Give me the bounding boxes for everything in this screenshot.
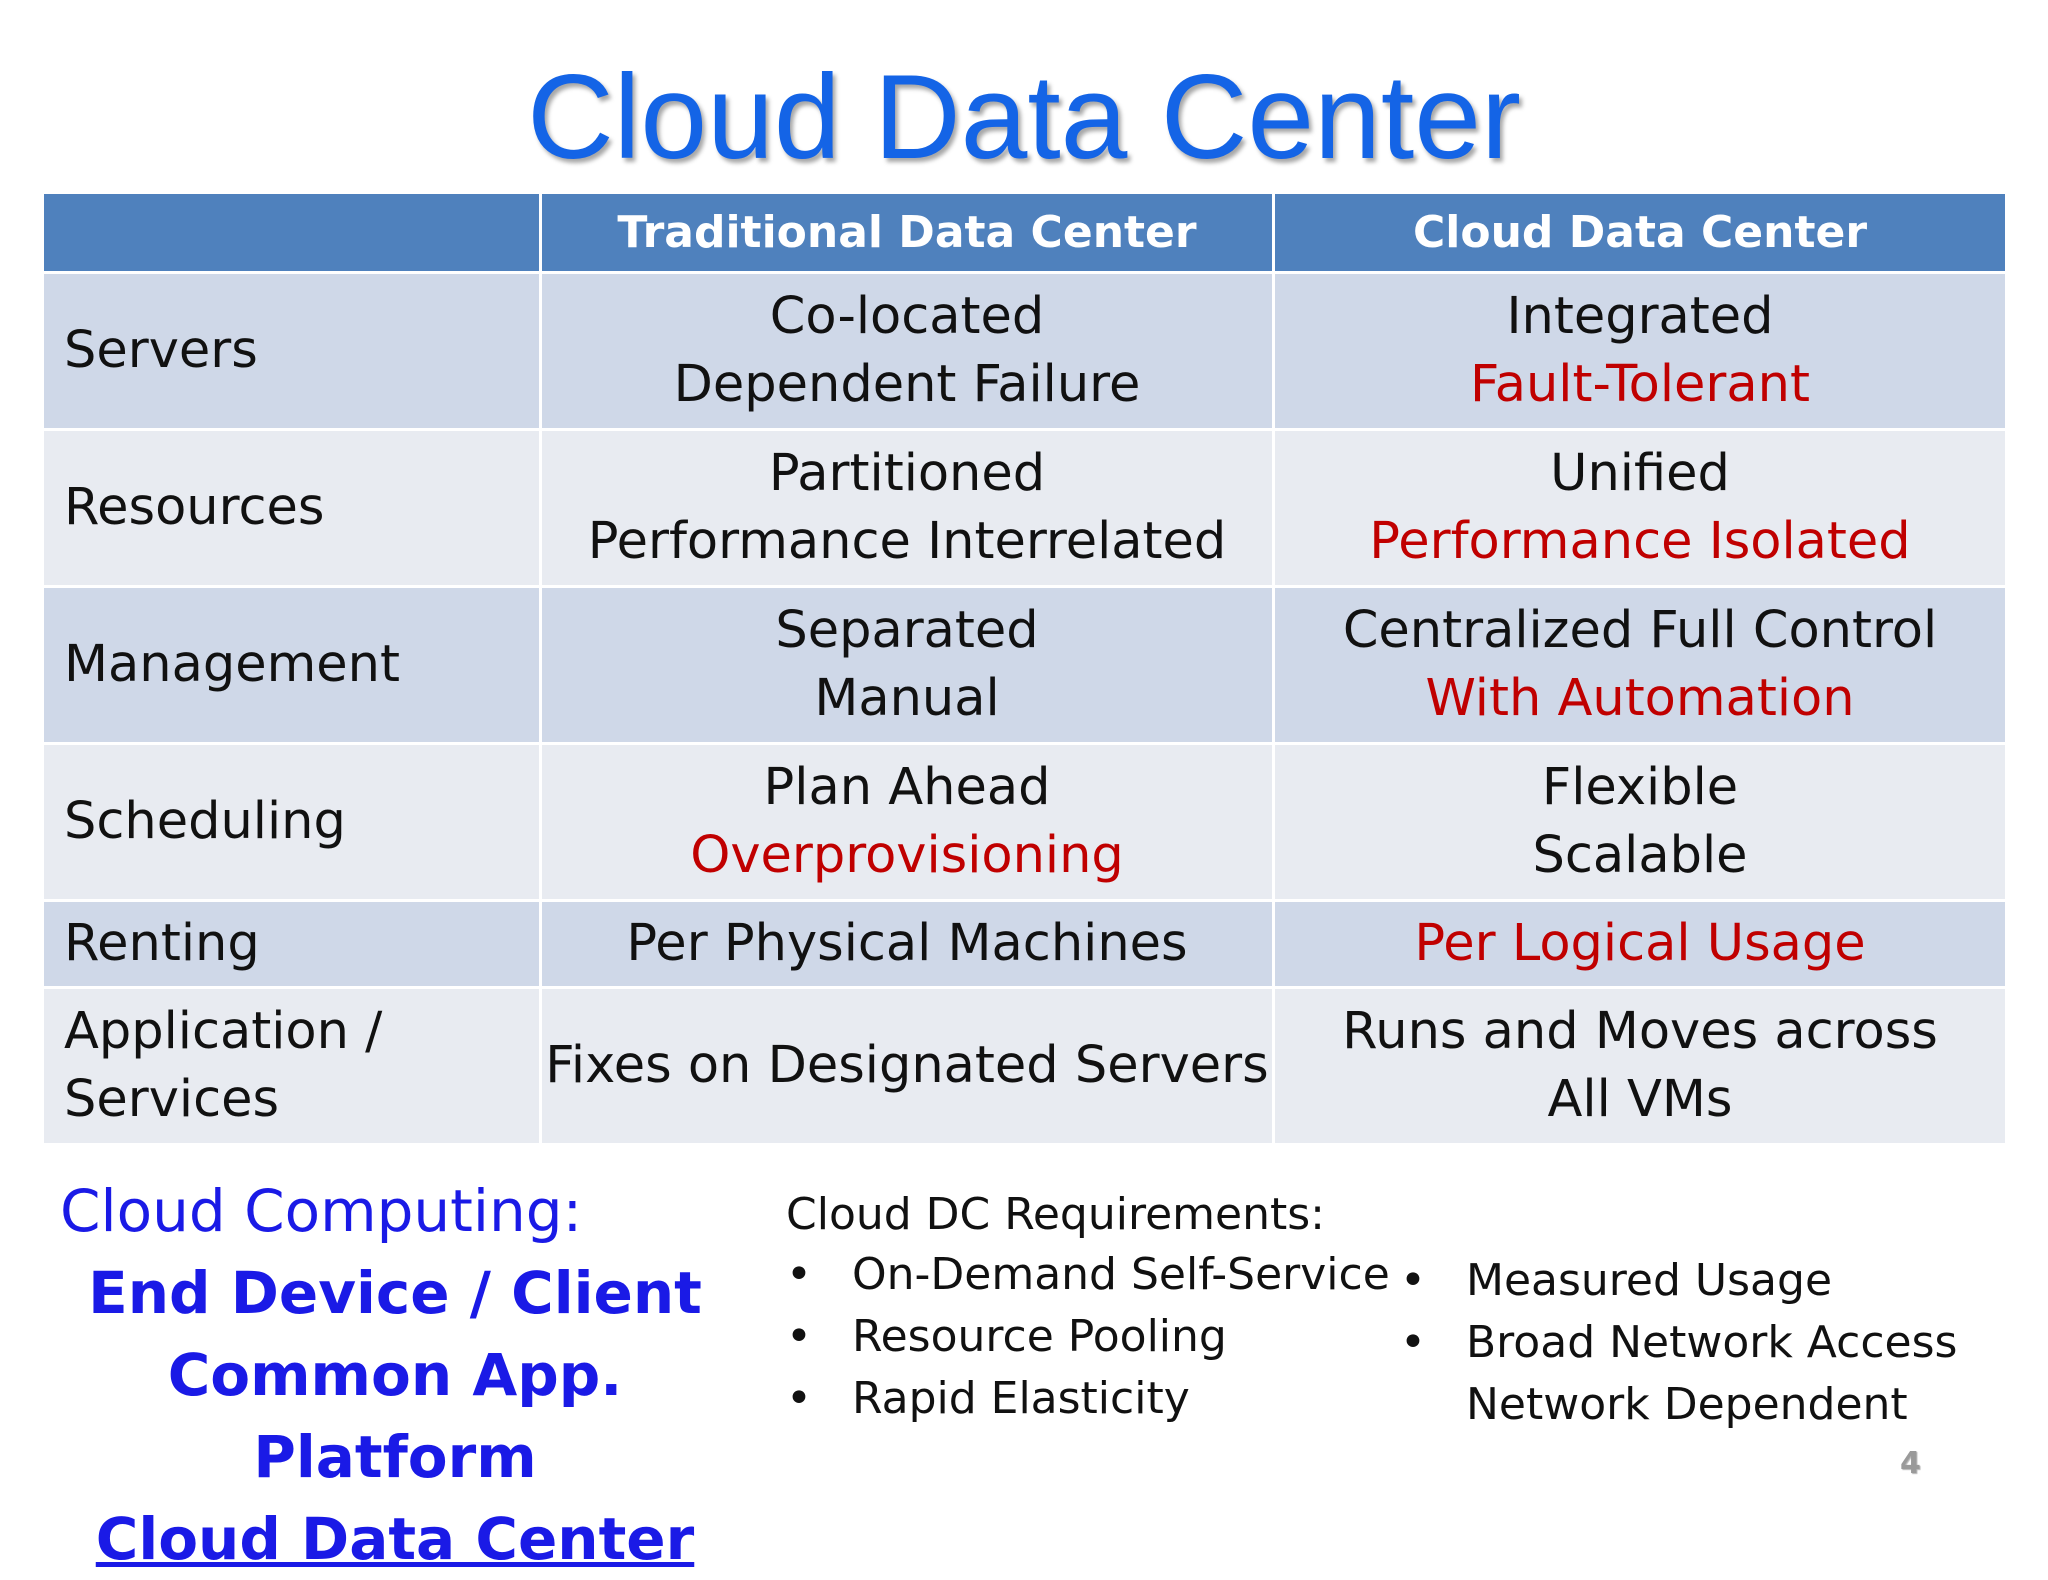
bullet-icon: •	[1400, 1255, 1426, 1306]
bullet-icon: •	[786, 1249, 812, 1300]
list-item: • Resource Pooling	[786, 1306, 1390, 1368]
requirements-list-right: • Measured Usage • Broad Network Access	[1400, 1250, 1957, 1374]
cell-line: Centralized Full Control	[1342, 601, 1938, 660]
list-item: • Broad Network Access	[1400, 1312, 1957, 1374]
table-row: Servers Co-located Dependent Failure Int…	[44, 274, 2005, 428]
header-traditional: Traditional Data Center	[542, 194, 1272, 271]
traditional-cell: Co-located Dependent Failure	[542, 274, 1272, 428]
cell-line: Per Physical Machines	[626, 914, 1188, 973]
row-label: Servers	[44, 274, 539, 428]
table-row: Scheduling Plan Ahead Overprovisioning F…	[44, 745, 2005, 899]
cloud-cell: Integrated Fault-Tolerant	[1275, 274, 2005, 428]
row-label-line: Services	[64, 1070, 280, 1129]
header-empty	[44, 194, 539, 271]
cell-line: Runs and Moves across	[1342, 1002, 1938, 1061]
cloud-cell: Runs and Moves across All VMs	[1275, 989, 2005, 1143]
bullet-icon: •	[786, 1373, 812, 1424]
row-label: Management	[44, 588, 539, 742]
traditional-cell: Fixes on Designated Servers	[542, 989, 1272, 1143]
header-cloud: Cloud Data Center	[1275, 194, 2005, 271]
row-label: Renting	[44, 902, 539, 986]
cloud-cell: Unified Performance Isolated	[1275, 431, 2005, 585]
table-header-row: Traditional Data Center Cloud Data Cente…	[44, 194, 2005, 271]
cell-line: Performance Interrelated	[587, 512, 1227, 571]
row-label: Application / Services	[44, 989, 539, 1143]
requirements-title: Cloud DC Requirements:	[786, 1189, 1325, 1240]
cell-line-highlight: Performance Isolated	[1369, 512, 1911, 571]
bullet-icon: •	[786, 1311, 812, 1362]
list-item-text: Measured Usage	[1466, 1255, 1833, 1306]
cloud-computing-item-underlined: Cloud Data Center	[95, 1505, 695, 1573]
cell-line: Dependent Failure	[673, 355, 1141, 414]
cell-line-highlight: Per Logical Usage	[1414, 914, 1866, 973]
cloud-computing-item: End Device / Client	[88, 1259, 702, 1327]
page-number: 4	[1900, 1446, 1921, 1481]
cell-line: Unified	[1550, 444, 1730, 503]
row-label: Resources	[44, 431, 539, 585]
cell-line-highlight: With Automation	[1425, 669, 1855, 728]
comparison-table: Traditional Data Center Cloud Data Cente…	[41, 191, 2008, 1146]
cell-line: Co-located	[769, 287, 1045, 346]
table-row: Resources Partitioned Performance Interr…	[44, 431, 2005, 585]
cloud-cell: Flexible Scalable	[1275, 745, 2005, 899]
bullet-icon: •	[1400, 1317, 1426, 1368]
cell-line: Fixes on Designated Servers	[545, 1036, 1269, 1095]
table-row: Application / Services Fixes on Designat…	[44, 989, 2005, 1143]
row-label-line: Application /	[64, 1002, 383, 1061]
list-item-text: Resource Pooling	[852, 1311, 1227, 1362]
cloud-computing-item: Common App. Platform	[167, 1341, 623, 1491]
traditional-cell: Separated Manual	[542, 588, 1272, 742]
cell-line: Partitioned	[768, 444, 1046, 503]
cell-line: Separated	[775, 601, 1039, 660]
cloud-computing-heading: Cloud Computing:	[60, 1177, 583, 1245]
traditional-cell: Partitioned Performance Interrelated	[542, 431, 1272, 585]
cell-line-highlight: Overprovisioning	[690, 826, 1124, 885]
cloud-computing-item: Cloud Data Center	[60, 1498, 730, 1580]
list-item-text: On-Demand Self-Service	[852, 1249, 1390, 1300]
list-item-text: Broad Network Access	[1466, 1317, 1958, 1368]
list-item: • Rapid Elasticity	[786, 1368, 1390, 1430]
cell-line: All VMs	[1547, 1070, 1733, 1129]
cloud-cell: Per Logical Usage	[1275, 902, 2005, 986]
cell-line: Plan Ahead	[763, 758, 1051, 817]
cell-line-highlight: Fault-Tolerant	[1470, 355, 1810, 414]
traditional-cell: Plan Ahead Overprovisioning	[542, 745, 1272, 899]
cell-line: Manual	[814, 669, 1000, 728]
cloud-computing-block: Cloud Computing: End Device / Client Com…	[60, 1170, 760, 1580]
list-item-text: Rapid Elasticity	[852, 1373, 1190, 1424]
cell-line: Integrated	[1506, 287, 1774, 346]
table-row: Renting Per Physical Machines Per Logica…	[44, 902, 2005, 986]
row-label: Scheduling	[44, 745, 539, 899]
cell-line: Scalable	[1532, 826, 1748, 885]
table-row: Management Separated Manual Centralized …	[44, 588, 2005, 742]
slide-title: Cloud Data Center	[527, 50, 1521, 184]
traditional-cell: Per Physical Machines	[542, 902, 1272, 986]
list-item: • On-Demand Self-Service	[786, 1244, 1390, 1306]
cell-line: Flexible	[1541, 758, 1739, 817]
requirements-note: Network Dependent	[1466, 1379, 1908, 1430]
list-item: • Measured Usage	[1400, 1250, 1957, 1312]
cloud-cell: Centralized Full Control With Automation	[1275, 588, 2005, 742]
requirements-list-left: • On-Demand Self-Service • Resource Poolin…	[786, 1244, 1390, 1430]
